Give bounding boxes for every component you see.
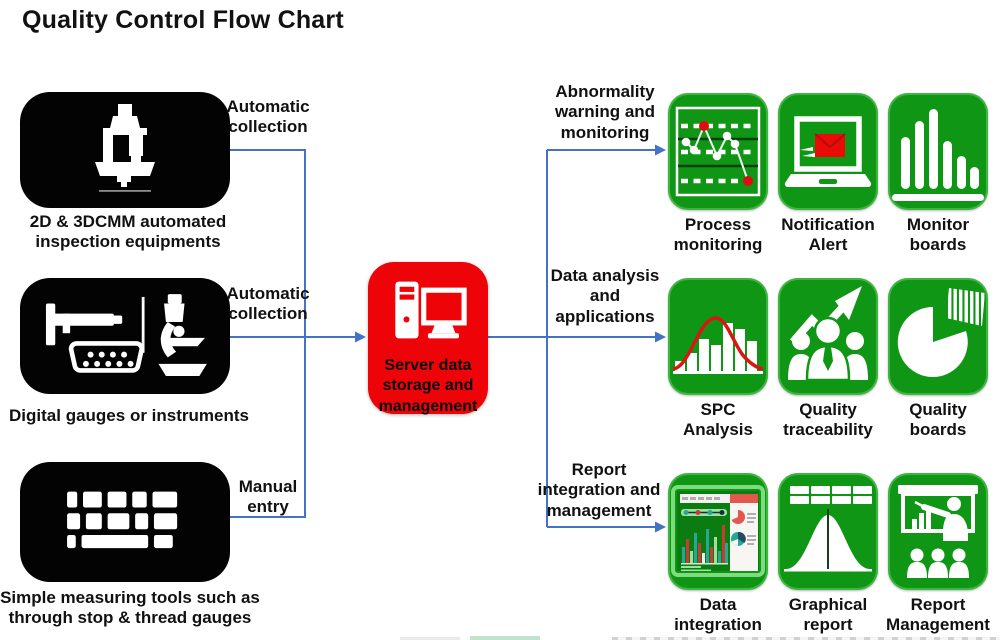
computer-icon: [395, 281, 467, 339]
source-caption-gauges: Digital gauges or instruments: [9, 406, 249, 425]
node-quality-boards: [888, 278, 988, 395]
bottom-crop-artifact: [612, 637, 1000, 640]
node-caption: Report Management: [886, 595, 990, 635]
arrowhead-row1: [655, 144, 666, 156]
source-box-gauges: [20, 278, 230, 394]
server-label: Server data storage and management: [378, 357, 478, 415]
source-caption-cmm: 2D & 3DCMM automated inspection equipmen…: [29, 212, 227, 252]
node-spc-analysis: [668, 278, 768, 395]
method-label-3: Manual entry: [238, 477, 298, 516]
source-caption-manual: Simple measuring tools such as through s…: [0, 588, 260, 628]
node-graphical-report: [778, 473, 878, 590]
dashboard-icon: [671, 485, 765, 577]
connector-left-branch: [230, 149, 306, 518]
digital-gauges-icon: [45, 294, 207, 376]
node-data-integration: [668, 473, 768, 590]
node-notification-alert: [778, 93, 878, 210]
node-caption: Quality traceability: [783, 400, 873, 440]
node-caption: Quality boards: [909, 400, 967, 440]
people-growth-icon: [788, 286, 868, 382]
arrowhead-server: [355, 331, 366, 343]
method-label-1: Automatic collection: [226, 97, 310, 136]
node-process-monitoring: [668, 93, 768, 210]
laptop-mail-icon: [784, 116, 872, 188]
node-caption: SPC Analysis: [683, 400, 753, 440]
branch-label-1: Abnormality warning and monitoring: [554, 82, 656, 142]
node-caption: Monitor boards: [906, 215, 970, 255]
bottom-crop-artifact: [470, 636, 540, 640]
pie-chart-icon: [897, 288, 985, 377]
node-caption: Data integration: [674, 595, 762, 635]
arrowhead-row3: [655, 521, 666, 533]
keyboard-icon: [67, 491, 178, 549]
node-monitor-boards: [888, 93, 988, 210]
source-box-cmm: [20, 92, 230, 208]
presenter-icon: [898, 485, 978, 578]
branch-label-2: Data analysis and applications: [550, 266, 660, 326]
arrowhead-row2: [655, 331, 666, 343]
node-report-management: [888, 473, 988, 590]
bar-chart-icon: [892, 109, 984, 201]
branch-label-3: Report integration and management: [537, 460, 661, 520]
node-caption: Process monitoring: [673, 215, 763, 255]
page-title: Quality Control Flow Chart: [22, 6, 344, 34]
bell-curve-icon: [784, 486, 872, 572]
bottom-crop-artifact: [400, 637, 460, 640]
node-quality-traceability: [778, 278, 878, 395]
histogram-curve-icon: [672, 316, 764, 374]
source-box-manual: [20, 462, 230, 582]
server-node: Server data storage and management: [368, 262, 488, 415]
node-caption: Notification Alert: [781, 215, 875, 255]
cmm-machine-icon: [95, 104, 155, 192]
method-label-2: Automatic collection: [226, 284, 310, 323]
node-caption: Graphical report: [788, 595, 868, 635]
control-chart-icon: [675, 106, 761, 197]
